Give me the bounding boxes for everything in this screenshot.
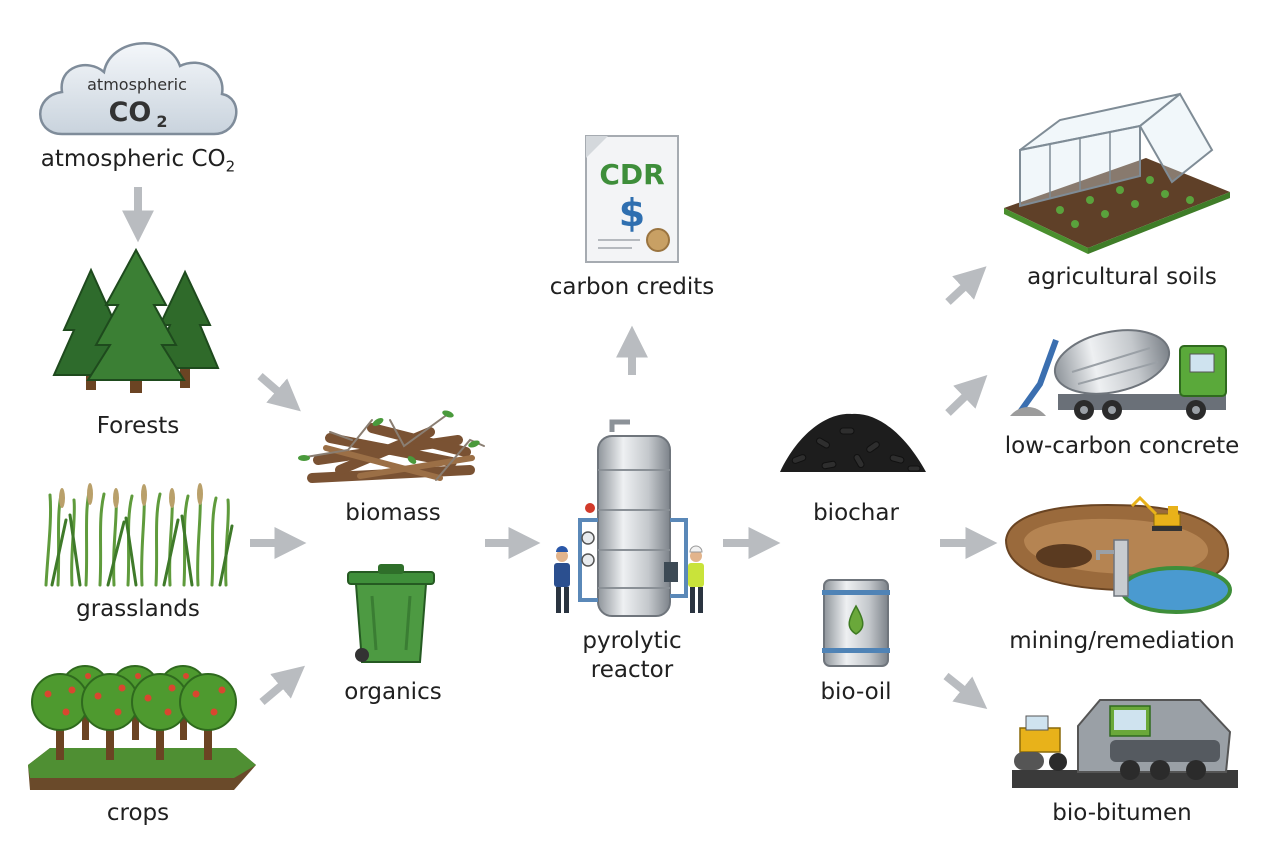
node-label-crops: crops bbox=[106, 800, 170, 826]
concrete-mixer-icon bbox=[1010, 329, 1227, 420]
road-paver-icon bbox=[1012, 699, 1238, 788]
excavator-icon bbox=[1130, 495, 1182, 531]
co2-label-text: atmospheric CO bbox=[40, 146, 226, 172]
node-label-bio-bitumen: bio-bitumen bbox=[1052, 800, 1192, 826]
worker-figure-left bbox=[554, 546, 570, 613]
node-label-mining-remediation: mining/remediation bbox=[1009, 628, 1235, 654]
dollar-icon: $ bbox=[619, 191, 645, 235]
cloud-icon: atmospheric CO 2 bbox=[39, 42, 238, 136]
node-label-reactor-line1: pyrolytic bbox=[582, 628, 682, 654]
arrow-forests-to-biomass bbox=[257, 372, 301, 412]
tall-grass-icon bbox=[44, 483, 234, 587]
node-label-grasslands: grasslands bbox=[76, 596, 200, 622]
node-label-biomass: biomass bbox=[345, 500, 441, 526]
node-label-biochar: biochar bbox=[813, 500, 899, 526]
certificate-icon: CDR $ bbox=[585, 135, 679, 263]
node-label-organics: organics bbox=[344, 679, 442, 705]
cloud-text-line2: CO bbox=[109, 97, 152, 128]
node-label-forests: Forests bbox=[96, 413, 180, 439]
node-label-agricultural-soils: agricultural soils bbox=[1027, 264, 1217, 290]
greenhouse-icon bbox=[1004, 92, 1230, 254]
node-label-carbon-credits: carbon credits bbox=[549, 274, 715, 300]
pine-trees-icon bbox=[52, 247, 220, 393]
orchard-icon bbox=[28, 665, 256, 790]
arrow-crops-to-organics bbox=[259, 665, 306, 706]
arrow-to-low-carbon-concrete bbox=[945, 374, 988, 416]
document-title: CDR bbox=[599, 158, 664, 191]
node-label-reactor-line2: reactor bbox=[590, 657, 674, 683]
worker-figure-right bbox=[688, 545, 704, 613]
barrel-icon bbox=[822, 579, 890, 667]
flow-arrows bbox=[122, 187, 998, 709]
green-bin-icon bbox=[347, 564, 435, 663]
arrow-to-agricultural-soils bbox=[945, 266, 987, 305]
node-label-bio-oil: bio-oil bbox=[820, 679, 892, 705]
wood-pile-icon bbox=[298, 410, 485, 483]
co2-label-subscript: 2 bbox=[225, 157, 236, 176]
cloud-text-line1: atmospheric bbox=[87, 75, 187, 94]
node-label-low-carbon-concrete: low-carbon concrete bbox=[1004, 433, 1240, 459]
cloud-text-sub: 2 bbox=[156, 112, 167, 131]
reactor-tank-icon bbox=[554, 419, 704, 617]
node-label-atmospheric-co2: atmospheric CO2 bbox=[41, 146, 235, 176]
biochar-pile-icon bbox=[780, 413, 926, 472]
mine-pit-icon bbox=[1004, 495, 1232, 614]
road-roller-icon bbox=[1014, 715, 1067, 771]
arrow-to-bio-bitumen bbox=[943, 672, 988, 709]
